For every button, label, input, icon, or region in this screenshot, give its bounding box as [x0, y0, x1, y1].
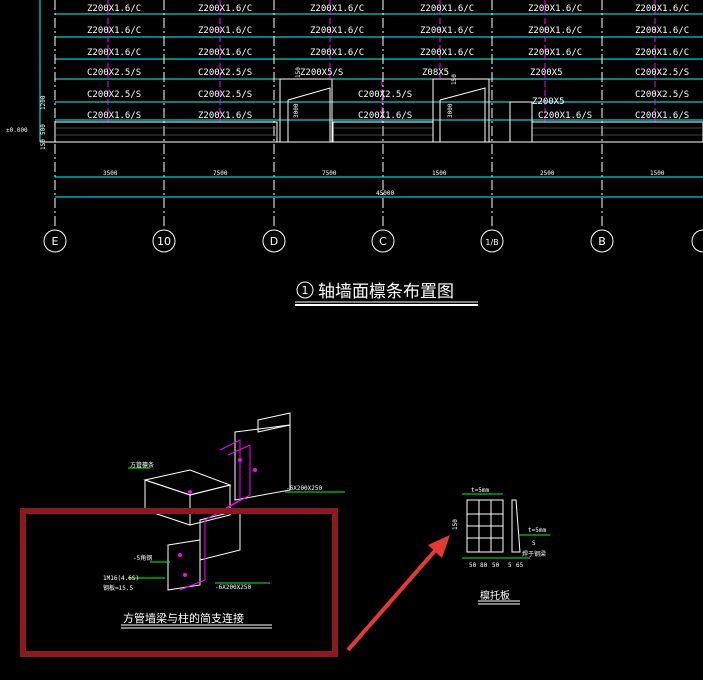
purlin-label: C200X2.5/S — [358, 90, 412, 100]
title-underline — [295, 281, 478, 306]
purlin-label: C200X2.5/S — [635, 68, 689, 78]
plate-label: t=5mm — [528, 527, 546, 534]
purlin-label: C200X2.5/S — [198, 90, 252, 100]
detail-label: 钢板=15.5 — [103, 584, 133, 592]
detail-labels: 方管檩条 -6X200X250 -6X200X250 -5角钢 1M16(4.6… — [103, 461, 323, 592]
plate-dim: 150 — [452, 519, 459, 530]
purlin-label: Z200X1.6/C — [528, 48, 582, 58]
purlin-label: C200X2.5/S — [87, 90, 141, 100]
door-top-dim: 150 — [295, 67, 302, 78]
plate-dim: 5 — [508, 562, 512, 569]
detail-caption: 方管墙梁与柱的简支连接 — [123, 611, 244, 625]
connection-detail-drawing — [121, 412, 345, 629]
purlin-label: C200X1.6/S — [635, 111, 689, 121]
purlin-label: C200X1.6/S — [87, 111, 141, 121]
purlin-label: C200X2.5/S — [198, 68, 252, 78]
purlin-label: Z200X1.6/C — [87, 26, 141, 36]
plate-labels: t=5mm t=5mm S 焊于钢梁 50 80 50 5 65 150 — [452, 487, 546, 569]
span-dim: 3500 — [103, 170, 118, 177]
purlin-label: C200X1.6/S — [538, 111, 592, 121]
purlin-label: Z200X1.6/C — [635, 26, 689, 36]
purlin-label: Z200X1.6/C — [310, 48, 364, 58]
detail-label: -6X200X250 — [286, 485, 323, 492]
purlin-label: Z200X1.6/C — [198, 26, 252, 36]
axis-labels: E 10 D C 1/B B — [52, 235, 606, 248]
axis-label: C — [379, 235, 387, 248]
purlin-label: Z200X1.6/C — [528, 26, 582, 36]
purlin-label: Z200X1.6/C — [87, 48, 141, 58]
purlin-label: Z200X1.6/C — [310, 26, 364, 36]
pointer-arrow — [346, 535, 450, 652]
axis-lines — [54, 0, 603, 228]
left-dim: 1200 — [40, 95, 47, 110]
purlin-label: Z200X1.6/C — [635, 4, 689, 14]
drawing-title: 轴墙面檩条布置图 — [318, 282, 454, 302]
axis-label: 1/B — [485, 238, 498, 247]
purlin-label: Z200X5 — [532, 97, 565, 107]
span-dim: 2500 — [540, 170, 555, 177]
plate-dim: 80 — [480, 562, 488, 569]
plate-label: t=5mm — [471, 487, 489, 494]
span-dim: 7500 — [213, 170, 228, 177]
detail-label: 1M16(4.6S) — [103, 575, 139, 582]
purlin-label: Z200X1.6/C — [198, 4, 252, 14]
span-dim: 1500 — [432, 170, 447, 177]
axis-label: 10 — [157, 235, 171, 248]
purlin-label: Z200X5 — [530, 68, 563, 78]
purlin-label: C200X1.6/S — [358, 111, 412, 121]
axis-bubbles — [43, 229, 703, 253]
plate-label: 焊于钢梁 — [522, 550, 546, 558]
purlin-label: Z200X1.6/C — [420, 48, 474, 58]
purlin-label: Z08X5 — [422, 68, 449, 78]
plate-dim: 50 — [492, 562, 500, 569]
door-top-dim: 150 — [451, 74, 458, 85]
axis-label: D — [270, 235, 278, 248]
left-dim: 150 — [40, 139, 47, 150]
title-number: 1 — [302, 284, 309, 297]
highlight-box — [20, 508, 338, 657]
purlin-label: Z200X1.6/C — [528, 4, 582, 14]
detail-label: -6X200X250 — [215, 584, 252, 591]
small-dims: 3000 3000 150 150 150 500 1200 ±0.000 35… — [6, 67, 665, 197]
door-openings — [279, 78, 533, 143]
purlin-labels: Z200X1.6/C Z200X1.6/C Z200X1.6/C Z200X1.… — [87, 4, 689, 121]
purlin-label: C200X2.5/S — [635, 90, 689, 100]
plate-detail-drawing — [462, 493, 550, 605]
purlin-label: Z200X1.6/S — [198, 111, 252, 121]
plate-dim: 65 — [516, 562, 524, 569]
purlin-label: Z200X1.6/C — [420, 4, 474, 14]
total-span-dim: 45000 — [376, 190, 394, 197]
span-dim: 7500 — [322, 170, 337, 177]
axis-label: E — [52, 235, 59, 248]
left-dim: 500 — [40, 124, 47, 135]
purlin-lines — [55, 13, 703, 121]
plate-dim: 50 — [469, 562, 477, 569]
purlin-label: Z200X1.6/C — [198, 48, 252, 58]
door-dim: 3000 — [447, 103, 454, 118]
dimension-lines — [39, 0, 703, 198]
detail-label: 方管檩条 — [130, 461, 154, 469]
brick-base — [40, 121, 703, 143]
purlin-label: Z200X1.6/C — [87, 4, 141, 14]
elevation-label: ±0.000 — [6, 127, 28, 134]
door-dim: 3000 — [293, 103, 300, 118]
span-dim: 1500 — [650, 170, 665, 177]
purlin-label: Z200X5/S — [300, 68, 343, 78]
detail-label: -5角钢 — [133, 554, 152, 562]
purlin-label: C200X2.5/S — [87, 68, 141, 78]
purlin-verticals — [107, 0, 656, 122]
purlin-label: Z200X1.6/C — [420, 26, 474, 36]
plate-caption: 檩托板 — [480, 589, 510, 602]
plate-label: S — [532, 540, 536, 547]
purlin-label: Z200X1.6/C — [635, 48, 689, 58]
purlin-label: Z200X1.6/C — [310, 4, 364, 14]
axis-label: B — [598, 235, 606, 248]
